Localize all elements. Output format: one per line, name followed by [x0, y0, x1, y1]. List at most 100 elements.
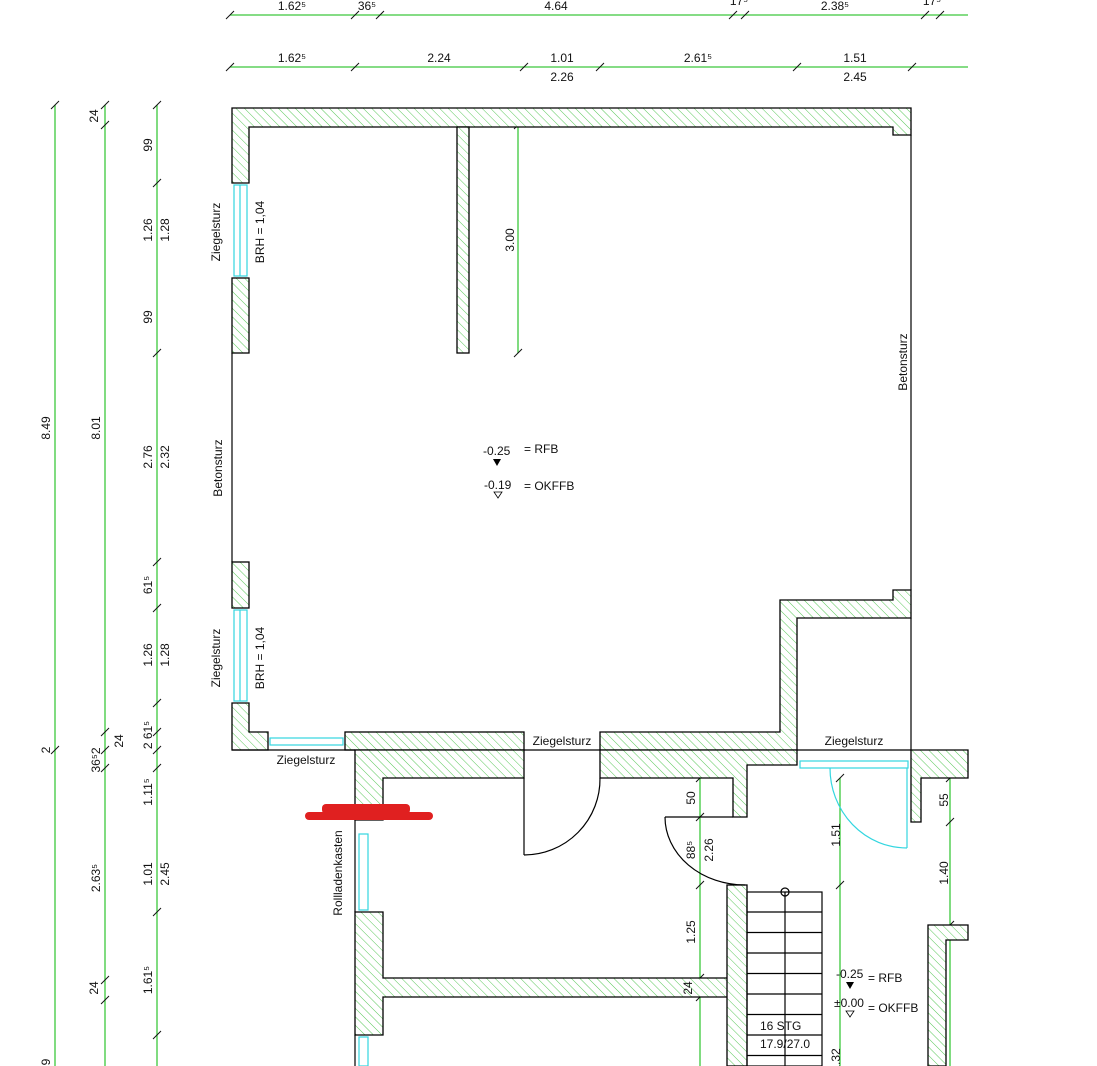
dim-label: 2.24 [427, 51, 451, 65]
dim-label: 24 [681, 981, 695, 995]
dim-label: 8.01 [89, 416, 103, 440]
dimension-tick [100, 100, 110, 110]
level-value: ±0.00 [834, 996, 864, 1010]
level-label: = OKFFB [868, 1001, 918, 1015]
left-dimension-labels: 8.49 2 9 24 8.01 36⁵2 24 2.63⁵ 24 99 1.2… [39, 109, 172, 1065]
dimension-tick [907, 62, 917, 72]
dimension-tick [100, 727, 110, 737]
dim-label: 4.64 [544, 0, 568, 13]
dimension-tick [350, 10, 360, 20]
dimension-tick [935, 10, 945, 20]
dim-label: 2 [39, 746, 53, 753]
dimension-tick [225, 62, 235, 72]
dimension-tick [792, 62, 802, 72]
dim-label: 2.26 [550, 70, 574, 84]
annotations: Ziegelsturz BRH = 1,04 Betonsturz Ziegel… [209, 200, 951, 1066]
dim-label: 61⁵ [141, 576, 155, 594]
shutter-box-label: Rollladenkasten [331, 830, 345, 915]
stair-ratio-label: 17.9/27.0 [760, 1037, 810, 1051]
dim-label: 1.26 [141, 218, 155, 242]
dim-label: 1.28 [158, 218, 172, 242]
dim-label: 50 [684, 791, 698, 805]
dim-label: 2.45 [158, 862, 172, 886]
dim-label: 55 [937, 793, 951, 807]
dim-label: 2.63⁵ [89, 864, 103, 892]
staircase [746, 887, 823, 1066]
dim-label: 99 [141, 310, 155, 324]
stair-steps-label: 16 STG [760, 1019, 801, 1033]
window-bottom [269, 737, 344, 746]
dim-label: 1.61⁵ [141, 966, 155, 994]
lintel-label: Ziegelsturz [209, 629, 223, 688]
dim-label: 1.28 [158, 643, 172, 667]
dimension-ticks [50, 10, 955, 1040]
dimension-tick [375, 10, 385, 20]
dimension-tick [50, 745, 60, 755]
top-dimension-labels: 1.62⁵ 36⁵ 4.64 17⁵ 2.38⁵ 17⁵ 1.62⁵ 2.24 … [278, 0, 941, 84]
dimension-tick [152, 348, 162, 358]
dim-label: 1.51 [843, 51, 867, 65]
dimension-lines [54, 14, 968, 1066]
level-label: = RFB [524, 442, 558, 456]
dimension-tick [100, 975, 110, 985]
dimension-tick [152, 603, 162, 613]
dimension-tick [740, 10, 750, 20]
dimension-tick [728, 10, 738, 20]
dim-label: 88⁵ [684, 841, 698, 859]
sill-height-label: BRH = 1,04 [253, 200, 267, 263]
dim-label: 1.62⁵ [278, 0, 306, 13]
dim-label: 1.01 [141, 862, 155, 886]
dimension-tick [152, 907, 162, 917]
level-value: -0.19 [484, 478, 512, 492]
dimension-tick [152, 1030, 162, 1040]
level-label: = OKFFB [524, 479, 574, 493]
dimension-tick [350, 62, 360, 72]
dimension-tick [152, 727, 162, 737]
dim-label: 9 [39, 1058, 53, 1065]
dim-label: 17⁵ [730, 0, 748, 8]
dim-label: 1.32 [829, 1048, 843, 1066]
dim-label: 2 61⁵ [141, 721, 155, 749]
dim-label: 1.62⁵ [278, 51, 306, 65]
dim-label: 24 [87, 109, 101, 123]
dimension-tick [595, 62, 605, 72]
dim-label: 8.49 [39, 416, 53, 440]
dim-label: 1.11⁵ [141, 778, 155, 805]
level-value: -0.25 [483, 444, 511, 458]
red-marker [305, 804, 433, 820]
dim-label: 2.76 [141, 445, 155, 469]
dim-label: 36⁵ [358, 0, 376, 13]
dimension-tick [100, 763, 110, 773]
dim-label: 3.00 [503, 228, 517, 252]
door-glass [799, 760, 909, 769]
dimension-tick [835, 880, 845, 890]
dim-label: 2.45 [843, 70, 867, 84]
dim-label: 1.40 [937, 861, 951, 885]
lintel-label: Ziegelsturz [533, 734, 592, 748]
dimension-tick [695, 880, 705, 890]
dim-label: 36⁵2 [89, 747, 103, 772]
dim-label: 2.32 [158, 445, 172, 469]
dim-label: 1.51 [829, 823, 843, 847]
dimension-tick [152, 763, 162, 773]
lintel-label: Ziegelsturz [825, 734, 884, 748]
dimension-tick [225, 10, 235, 20]
dimension-tick [100, 120, 110, 130]
dimension-tick [920, 10, 930, 20]
dim-label: 1.26 [141, 643, 155, 667]
dimension-tick [945, 817, 955, 827]
level-value: -0.25 [836, 967, 864, 981]
dimension-tick [513, 348, 523, 358]
dim-label: 1.01 [550, 51, 574, 65]
dim-label: 2.26 [702, 838, 716, 862]
lintel-label: Betonsturz [211, 439, 225, 496]
dimension-tick [50, 100, 60, 110]
dim-label: 2.61⁵ [684, 51, 712, 65]
sill-height-label: BRH = 1,04 [253, 626, 267, 689]
walls [231, 107, 969, 1066]
lintel-label: Ziegelsturz [277, 753, 336, 767]
dimension-tick [152, 557, 162, 567]
dimension-tick [152, 745, 162, 755]
level-label: = RFB [868, 971, 902, 985]
